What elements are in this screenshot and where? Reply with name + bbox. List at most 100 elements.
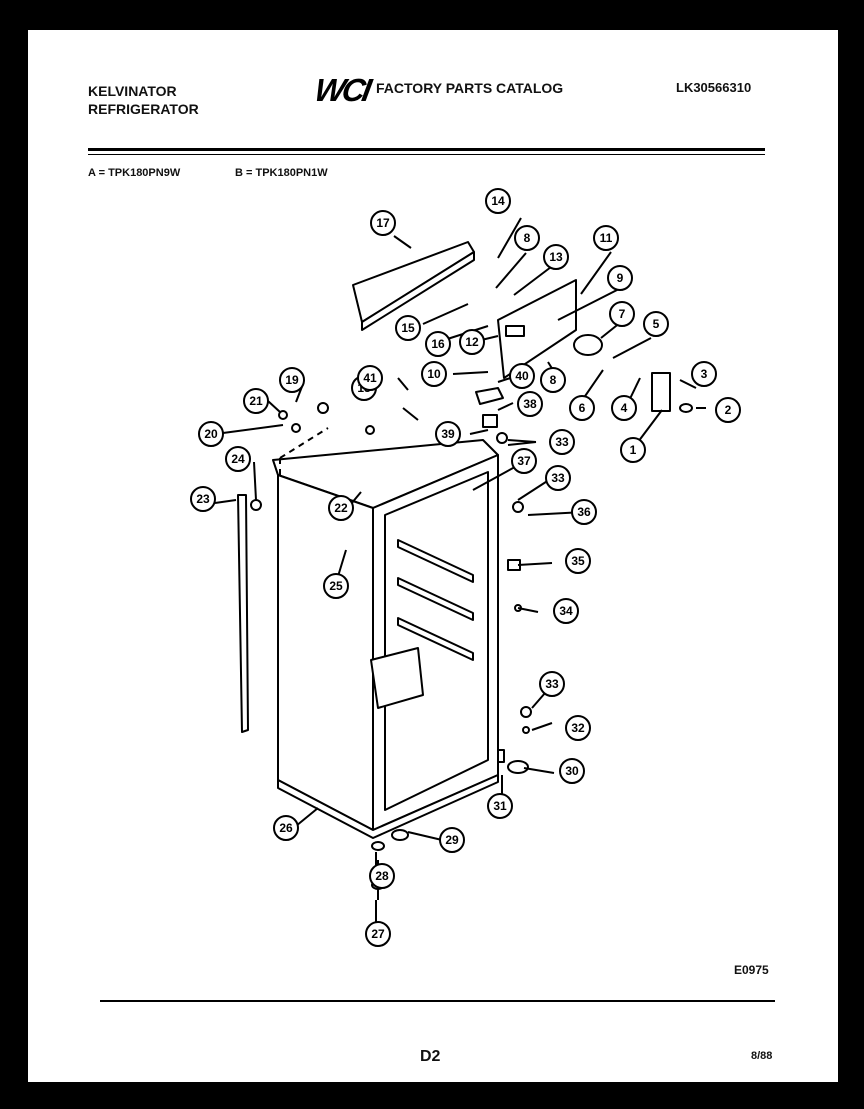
brand-block: KELVINATOR REFRIGERATOR	[88, 82, 199, 118]
callout-35: 35	[565, 548, 591, 574]
callout-circle	[569, 395, 595, 421]
callout-circle	[549, 429, 575, 455]
callout-label: 28	[375, 869, 389, 883]
callout-circle	[607, 265, 633, 291]
callout-label: 25	[329, 579, 343, 593]
callout-circle	[487, 793, 513, 819]
callout-20: 20	[198, 421, 224, 447]
callout-34: 34	[553, 598, 579, 624]
callout-3: 3	[691, 361, 717, 387]
callout-28: 28	[369, 863, 395, 889]
callout-38: 38	[517, 391, 543, 417]
callout-label: 5	[653, 317, 660, 331]
callout-circle	[369, 863, 395, 889]
drawing-code: E0975	[734, 963, 769, 977]
callout-label: 15	[401, 321, 415, 335]
callout-circle	[425, 331, 451, 357]
callout-23: 23	[190, 486, 216, 512]
callout-26: 26	[273, 815, 299, 841]
callout-4: 4	[611, 395, 637, 421]
callout-label: 31	[493, 799, 507, 813]
callout-27: 27	[365, 921, 391, 947]
callout-label: 33	[555, 435, 569, 449]
exploded-parts-diagram: 1234567889101112131415161718192021222324…	[190, 188, 741, 947]
callout-9: 9	[607, 265, 633, 291]
callout-label: 35	[571, 554, 585, 568]
callout-label: 33	[551, 471, 565, 485]
callout-40: 40	[509, 363, 535, 389]
callout-circle	[509, 363, 535, 389]
callout-circle	[571, 499, 597, 525]
callout-circle	[691, 361, 717, 387]
callout-label: 9	[617, 271, 624, 285]
brand-name: KELVINATOR	[88, 83, 177, 99]
callout-circle	[545, 465, 571, 491]
callout-30: 30	[559, 758, 585, 784]
callout-label: 30	[565, 764, 579, 778]
callout-label: 17	[376, 216, 390, 230]
callout-label: 39	[441, 427, 455, 441]
callout-label: 10	[427, 367, 441, 381]
catalog-page: KELVINATOR REFRIGERATOR WCI FACTORY PART…	[28, 30, 838, 1082]
callout-label: 41	[363, 371, 377, 385]
catalog-title: FACTORY PARTS CATALOG	[376, 80, 564, 96]
callout-21: 21	[243, 388, 269, 414]
callout-circle	[543, 244, 569, 270]
callout-label: 38	[523, 397, 537, 411]
callout-29: 29	[439, 827, 465, 853]
callout-label: 22	[334, 501, 348, 515]
callout-label: 34	[559, 604, 573, 618]
callout-label: 8	[524, 231, 531, 245]
callout-label: 40	[515, 369, 529, 383]
callout-circle	[611, 395, 637, 421]
callout-8: 8	[540, 367, 566, 393]
callout-label: 29	[445, 833, 459, 847]
callout-circle	[715, 397, 741, 423]
callout-circle	[565, 715, 591, 741]
callout-circle	[485, 188, 511, 214]
callout-24: 24	[225, 446, 251, 472]
callout-15: 15	[395, 315, 421, 341]
control-panel-part	[497, 279, 577, 379]
bracket-part	[651, 372, 671, 412]
callout-17: 17	[370, 210, 396, 236]
product-type: REFRIGERATOR	[88, 101, 199, 117]
callout-31: 31	[487, 793, 513, 819]
header-rule-thin	[88, 154, 765, 155]
callout-32: 32	[565, 715, 591, 741]
callout-13: 13	[543, 244, 569, 270]
callout-1: 1	[620, 437, 646, 463]
callout-36: 36	[571, 499, 597, 525]
callout-5: 5	[643, 311, 669, 337]
callout-circle	[198, 421, 224, 447]
callout-layer: 1234567889101112131415161718192021222324…	[190, 188, 741, 947]
callout-39: 39	[435, 421, 461, 447]
callout-8: 8	[514, 225, 540, 251]
callout-circle	[565, 548, 591, 574]
callout-33: 33	[545, 465, 571, 491]
callout-circle	[190, 486, 216, 512]
callout-22: 22	[328, 495, 354, 521]
callout-circle	[514, 225, 540, 251]
callout-circle	[395, 315, 421, 341]
callout-circle	[370, 210, 396, 236]
callout-7: 7	[609, 301, 635, 327]
callout-label: 23	[196, 492, 210, 506]
callout-circle	[225, 446, 251, 472]
callout-label: 36	[577, 505, 591, 519]
callout-circle	[243, 388, 269, 414]
callout-circle	[643, 311, 669, 337]
callout-label: 2	[725, 403, 732, 417]
callout-label: 6	[579, 401, 586, 415]
callout-circle	[279, 367, 305, 393]
callout-6: 6	[569, 395, 595, 421]
callout-10: 10	[421, 361, 447, 387]
model-b: B = TPK180PN1W	[235, 167, 328, 179]
document-id: LK30566310	[676, 80, 752, 95]
model-a: A = TPK180PN9W	[88, 167, 181, 179]
callout-label: 21	[249, 394, 263, 408]
callout-circle	[559, 758, 585, 784]
callout-circle	[511, 448, 537, 474]
cabinet-side	[277, 474, 374, 831]
callout-label: 13	[549, 250, 563, 264]
